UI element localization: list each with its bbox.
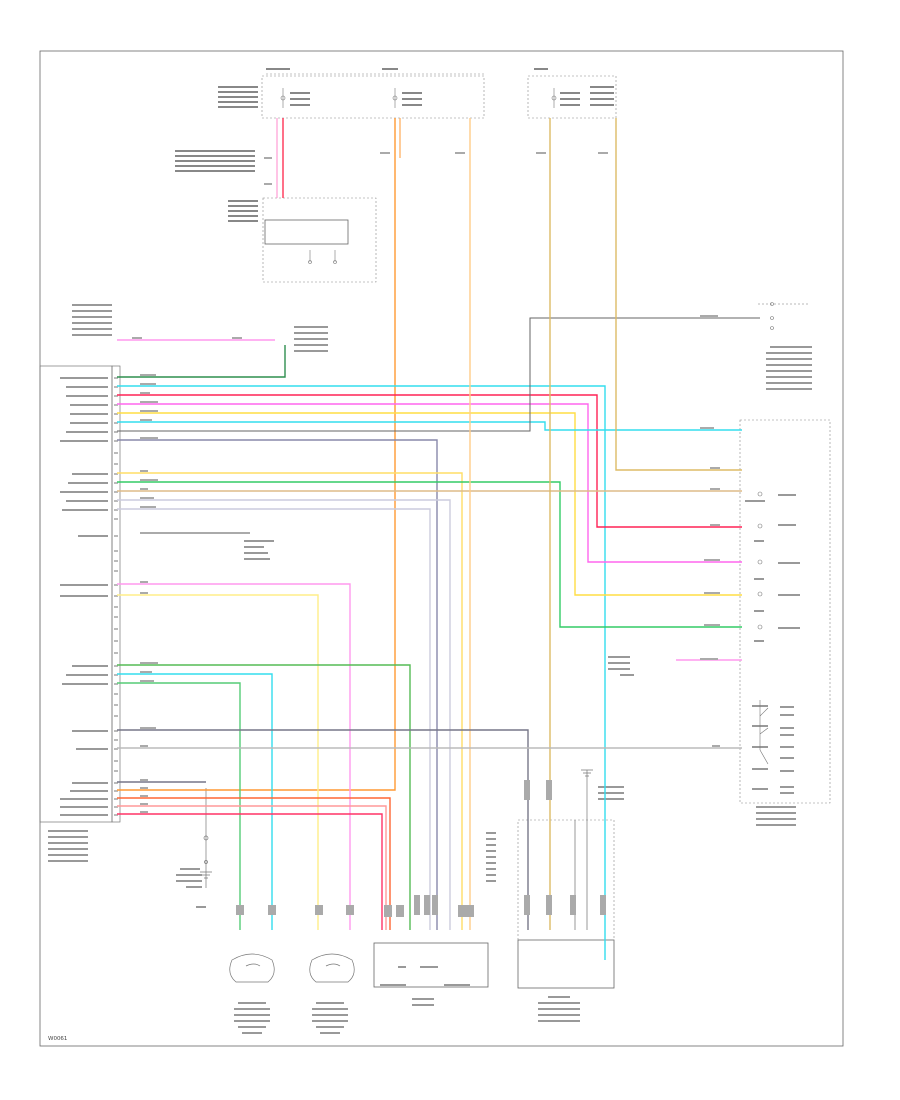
wire-red-1 — [117, 394, 742, 528]
wire-dkgray-top — [117, 317, 760, 432]
wires — [117, 118, 760, 960]
wire-red-bottom — [117, 813, 383, 930]
range-switch-labels — [745, 346, 812, 826]
fuse-symbols — [280, 88, 557, 108]
wire-gray-1 — [117, 439, 438, 930]
switch-symbol — [308, 250, 337, 264]
range-switch-contacts — [757, 491, 769, 765]
wire-yellow-lower — [117, 594, 319, 930]
wire-tan-right — [615, 118, 742, 471]
pressure-switch-box — [517, 939, 615, 989]
wire-red-orange-bottom — [117, 797, 391, 930]
wire-orange-main — [117, 118, 396, 791]
wire-gray-lower — [117, 729, 529, 930]
wire-cyan-1 — [117, 385, 606, 960]
tcm-pin-labels — [48, 304, 112, 862]
bottom-labels — [176, 326, 634, 1034]
speed-sensor-left — [229, 953, 275, 983]
fuse-block-right — [527, 75, 617, 119]
pressure-switch-dashed — [517, 819, 615, 941]
wire-salmon-bottom — [117, 805, 387, 930]
transaxle-solenoid-box — [373, 942, 489, 988]
wire-yellow-1 — [117, 412, 742, 596]
wire-dkgreen-top — [117, 345, 286, 378]
wire-green-lower-2 — [117, 682, 241, 930]
wire-pink-1 — [117, 403, 742, 563]
tcm-connector — [111, 365, 121, 823]
ground-symbol-2 — [581, 769, 593, 830]
tcm-pin-numbers — [114, 377, 118, 816]
brake-switch-box — [262, 197, 377, 283]
wire-green-1 — [117, 481, 742, 628]
brake-switch-inner — [264, 219, 349, 245]
wire-pink-lower — [117, 583, 351, 930]
diagram-frame — [39, 50, 844, 1047]
wire-ltgray-2 — [117, 508, 431, 930]
ground-symbol — [200, 788, 212, 888]
range-switch-box — [739, 419, 831, 804]
tcm-label-area — [39, 365, 113, 823]
wire-yellow-2 — [117, 472, 463, 930]
wire-cyan-2 — [117, 421, 742, 431]
wire-ltgray-1 — [117, 499, 451, 930]
wire-green-lower-1 — [117, 664, 411, 930]
fuse-label-lines — [175, 68, 614, 222]
wire-color-tags — [132, 152, 720, 917]
underhood-fuse-block — [261, 75, 485, 119]
wire-cyan-lower — [117, 673, 273, 930]
right-top-connector — [758, 302, 808, 330]
speed-sensor-right — [309, 953, 355, 983]
diagram-code-label: W0061 — [48, 1036, 67, 1042]
